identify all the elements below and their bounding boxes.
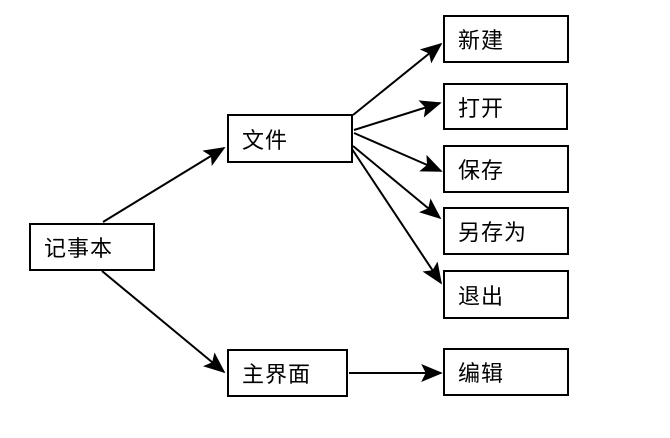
- diagram-node-open: 打开: [443, 83, 568, 130]
- arrow-file-to-exit: [351, 148, 442, 285]
- diagram-node-save: 保存: [443, 145, 569, 193]
- arrow-notepad-to-main-ui: [101, 270, 226, 374]
- diagram-node-file: 文件: [227, 114, 353, 163]
- diagram-node-main-ui: 主界面: [227, 349, 348, 397]
- node-save-label: 保存: [458, 158, 505, 183]
- diagram-node-save-as: 另存为: [443, 207, 569, 255]
- node-save-as-label: 另存为: [458, 220, 528, 245]
- arrow-file-to-new: [352, 42, 443, 116]
- diagram-node-new: 新建: [443, 15, 569, 63]
- diagram-node-edit: 编辑: [443, 348, 569, 396]
- arrow-notepad-to-file: [102, 147, 226, 223]
- node-main-ui-label: 主界面: [242, 362, 312, 387]
- diagram-node-exit: 退出: [443, 270, 569, 319]
- node-notepad-label: 记事本: [44, 236, 114, 261]
- node-open-label: 打开: [458, 95, 505, 121]
- arrow-file-to-save-as: [352, 145, 442, 220]
- node-file-label: 文件: [242, 127, 289, 153]
- node-exit-label: 退出: [458, 283, 505, 309]
- node-new-label: 新建: [458, 28, 505, 53]
- arrow-file-to-save: [353, 132, 443, 172]
- arrow-file-to-open: [353, 100, 442, 131]
- diagram-node-notepad: 记事本: [29, 223, 155, 271]
- node-edit-label: 编辑: [458, 361, 505, 386]
